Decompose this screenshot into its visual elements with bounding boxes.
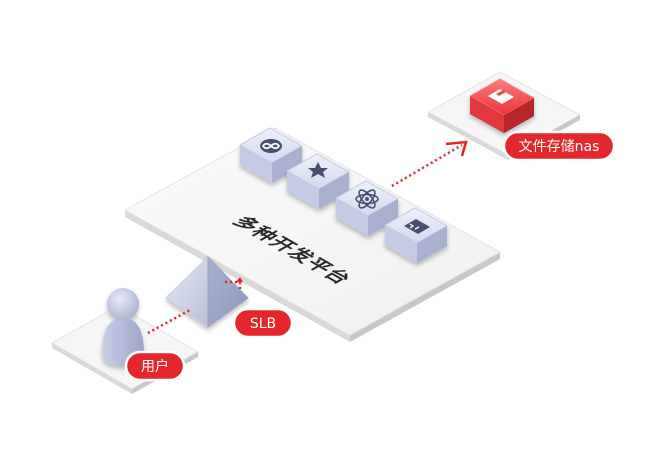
icon-block-terminal[interactable] [383,207,449,263]
atom-icon [355,189,379,209]
slb-label-badge: SLB [232,307,294,339]
folder-icon [488,89,514,104]
infinity-icon [260,139,282,153]
slb-label: SLB [250,316,276,332]
slb-pyramid[interactable] [165,255,249,328]
platform-slab [123,127,502,342]
terminal-icon [404,219,430,234]
user-label-badge: 用户 [124,350,186,382]
storage-label-badge: 文件存储nas [502,130,616,162]
user-label: 用户 [141,358,169,375]
star-icon [308,162,328,178]
storage-label: 文件存储nas [519,139,600,155]
connector-platform-storage [391,140,468,188]
connector-slb-platform [225,277,243,292]
